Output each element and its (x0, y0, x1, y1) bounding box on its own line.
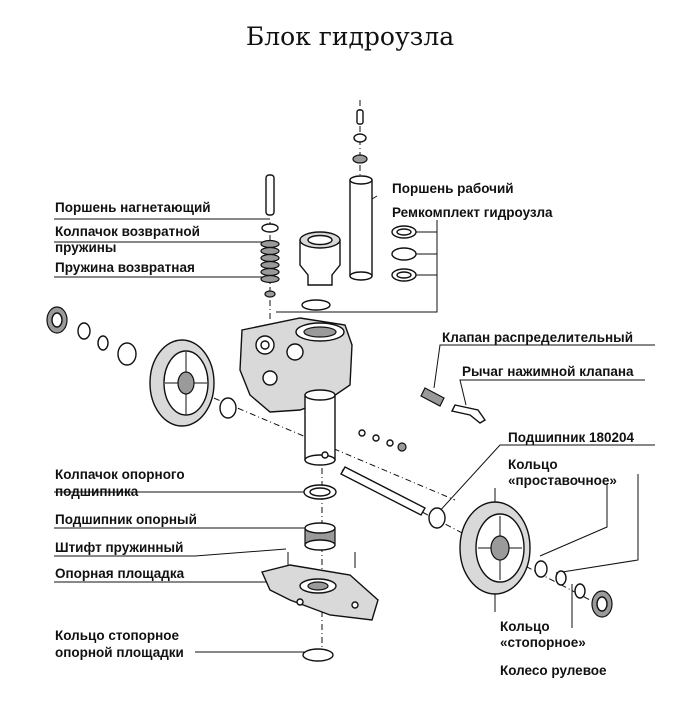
label-return-spring: Пружина возвратная (55, 260, 195, 275)
label-bearing-180204: Подшипник 180204 (508, 430, 635, 445)
right-wheel-group (340, 466, 613, 618)
valve-lever-group (358, 387, 487, 452)
label-plate-retaining-ring-line2: опорной площадки (55, 645, 184, 660)
label-retaining-ring-line2: «стопорное» (500, 635, 586, 650)
label-support-plate: Опорная площадка (55, 566, 185, 581)
label-plate-retaining-ring-line1: Кольцо стопорное (55, 628, 180, 643)
distribution-valve (420, 387, 445, 407)
steering-column (304, 394, 336, 461)
retaining-ring (302, 648, 334, 662)
working-piston (349, 179, 373, 277)
pump-piston-group (260, 174, 280, 298)
label-bearing-cap-line1: Колпачок опорного (55, 467, 185, 482)
axle (340, 466, 426, 516)
label-distribution-valve: Клапан распределительный (442, 330, 633, 345)
valve-lever (450, 404, 487, 424)
label-spring-cap-line1: Колпачок возвратной (55, 224, 200, 239)
repair-kit-rings (301, 225, 417, 311)
pump-piston (265, 174, 275, 216)
label-pump-piston: Поршень нагнетающий (55, 200, 211, 215)
label-spring-cap-line2: пружины (55, 240, 117, 255)
lower-assembly (261, 484, 379, 662)
label-valve-lever: Рычаг нажимной клапана (462, 364, 634, 379)
label-steering-wheel: Колесо рулевое (500, 663, 607, 678)
label-working-piston: Поршень рабочий (392, 181, 514, 196)
label-spacer-ring-line1: Кольцо (508, 457, 558, 472)
pump-sleeve (299, 231, 341, 286)
working-piston-group (349, 109, 373, 281)
label-retaining-ring-line1: Кольцо (500, 619, 550, 634)
housing (239, 317, 353, 466)
label-repair-kit: Ремкомплект гидроузла (392, 205, 553, 220)
return-spring (260, 239, 280, 284)
left-wheel-group (46, 306, 237, 427)
spring-cap (261, 223, 279, 233)
label-support-bearing: Подшипник опорный (55, 512, 197, 527)
label-spring-pin: Штифт пружинный (55, 540, 184, 555)
label-spacer-ring-line2: «проставочное» (508, 473, 617, 488)
diagram-title: Блок гидроузла (245, 22, 455, 51)
label-bearing-cap-line2: подшипника (55, 484, 139, 499)
